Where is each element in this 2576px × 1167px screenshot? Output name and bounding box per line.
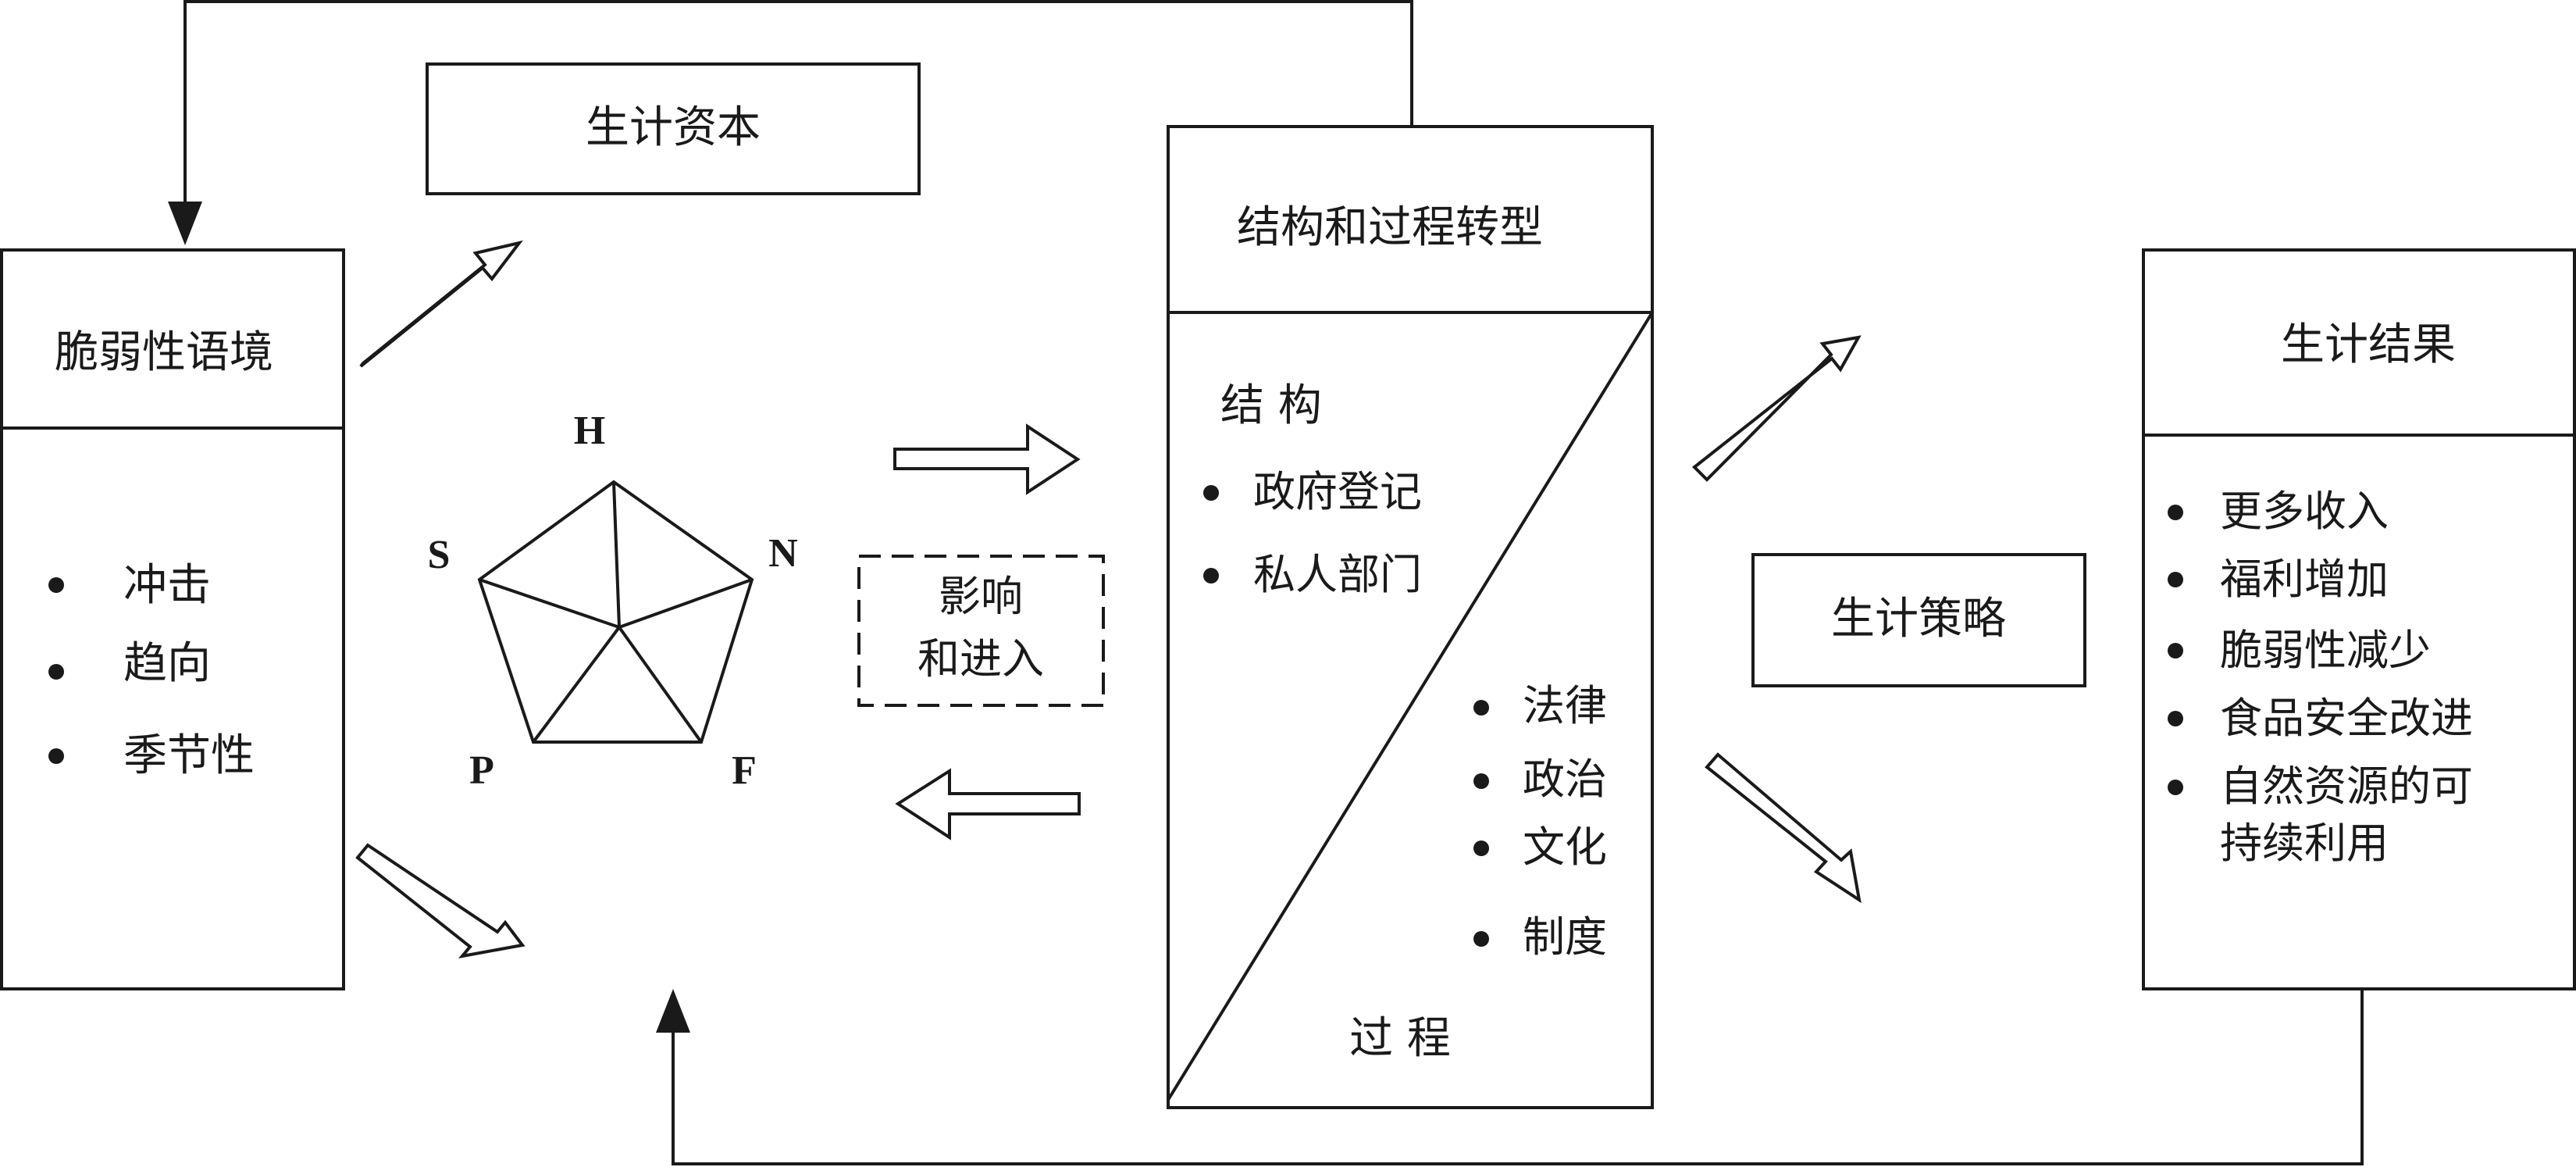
bullet <box>48 577 64 593</box>
pentagon-label-p: P <box>469 748 494 793</box>
capital-pentagon: H N F P S <box>428 409 798 793</box>
arrow-transform-to-strategy <box>1705 752 1862 904</box>
vulnerability-item: 季节性 <box>123 730 255 781</box>
capital-box: 生计资本 <box>426 62 921 195</box>
arrow-to-transform <box>893 423 1081 495</box>
arrowhead-down <box>168 202 202 245</box>
transform-box: 结构和过程转型 结 构 政府登记 私人部门 法律 政治 文化 制度 过 程 <box>1167 125 1654 1109</box>
outcome-item: 自然资源的可 <box>2220 762 2473 811</box>
outcome-item: 脆弱性减少 <box>2220 626 2431 675</box>
process-item: 政治 <box>1523 755 1607 804</box>
arrow-vulnerability-to-capital <box>359 240 523 368</box>
outcome-item: 更多收入 <box>2220 487 2389 536</box>
feedback-line-bottom <box>672 990 2364 1165</box>
bullet <box>2168 643 2183 658</box>
bullet <box>2168 711 2183 726</box>
bullet <box>1203 485 1219 501</box>
bullet <box>48 664 64 680</box>
arrowhead-up <box>656 989 690 1033</box>
influence-access-box: 影响 和进入 <box>857 555 1105 707</box>
strategy-title: 生计策略 <box>1831 594 2006 644</box>
bullet <box>1473 700 1489 716</box>
outcome-item: 食品安全改进 <box>2220 694 2473 743</box>
structure-item: 政府登记 <box>1253 467 1422 516</box>
arrow-vulnerability-to-pentagon <box>355 843 526 958</box>
vulnerability-item: 冲击 <box>123 560 211 611</box>
process-item: 法律 <box>1523 681 1607 730</box>
outcome-item-continued: 持续利用 <box>2220 819 2389 868</box>
structure-label: 结 构 <box>1220 380 1322 431</box>
bullet <box>1473 773 1489 789</box>
arrow-from-transform <box>895 768 1081 840</box>
bullet <box>2168 780 2183 795</box>
bullet <box>48 748 64 764</box>
bullet <box>2168 505 2183 520</box>
pentagon-label-s: S <box>428 533 451 577</box>
outcomes-title: 生计结果 <box>2281 319 2456 370</box>
vulnerability-title: 脆弱性语境 <box>55 327 273 378</box>
process-item: 文化 <box>1523 823 1607 872</box>
strategy-box: 生计策略 <box>1751 553 2086 687</box>
vulnerability-box: 脆弱性语境 冲击 趋向 季节性 <box>0 248 345 990</box>
influence-line2: 和进入 <box>917 634 1044 683</box>
bullet <box>1473 840 1489 856</box>
transform-title: 结构和过程转型 <box>1237 202 1543 253</box>
outcomes-box: 生计结果 更多收入 福利增加 脆弱性减少 食品安全改进 自然资源的可 持续利用 <box>2142 248 2576 990</box>
influence-line1: 影响 <box>939 572 1023 621</box>
structure-item: 私人部门 <box>1253 550 1422 599</box>
bullet <box>1203 568 1219 584</box>
outcome-item: 福利增加 <box>2220 555 2389 604</box>
process-label: 过 程 <box>1349 1013 1451 1064</box>
bullet <box>1473 931 1489 947</box>
pentagon-label-h: H <box>574 409 605 453</box>
process-item: 制度 <box>1523 912 1607 962</box>
capital-title: 生计资本 <box>586 102 761 153</box>
bullet <box>2168 572 2183 587</box>
pentagon-label-f: F <box>732 748 757 793</box>
feedback-line-top <box>183 0 1413 203</box>
arrow-transform-to-outcomes <box>1691 335 1862 482</box>
vulnerability-item: 趋向 <box>123 638 211 689</box>
pentagon-label-n: N <box>768 531 798 576</box>
